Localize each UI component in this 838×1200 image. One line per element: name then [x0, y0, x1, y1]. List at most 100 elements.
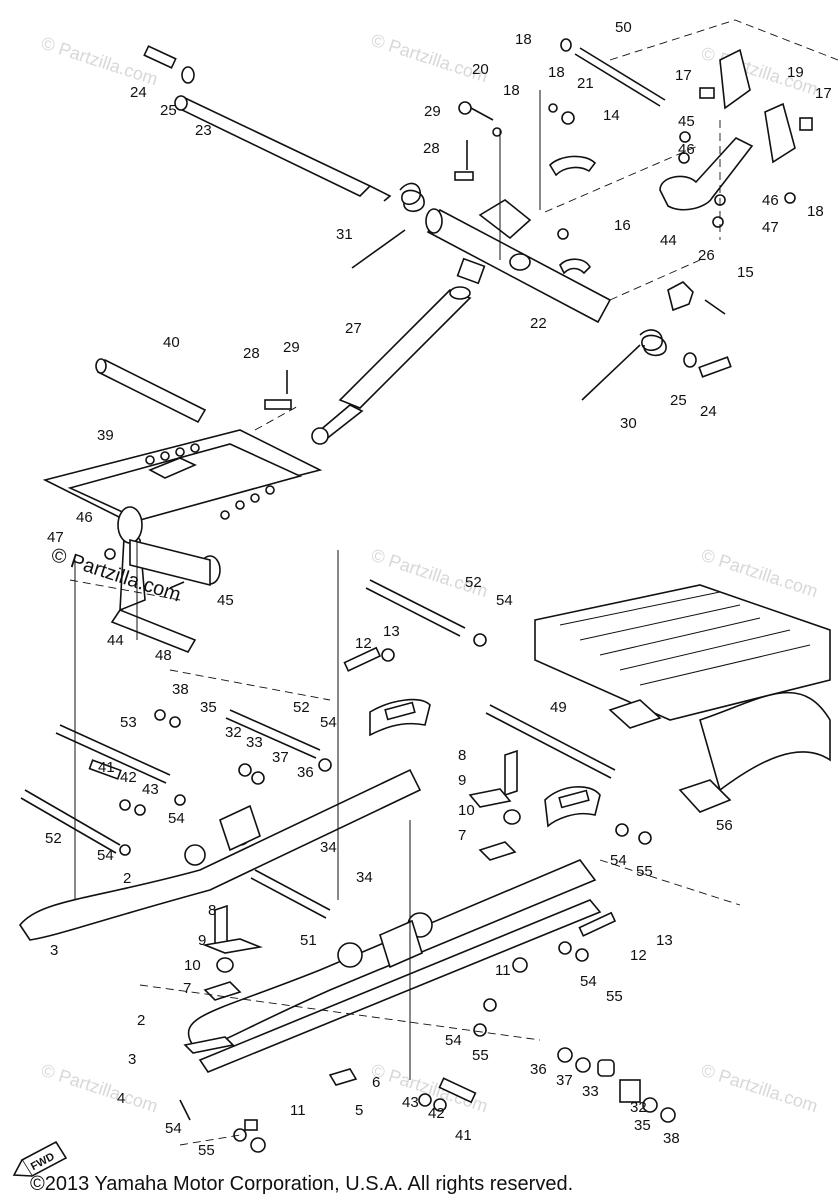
part-callout: 53 [120, 714, 137, 731]
part-callout: 45 [217, 592, 234, 609]
part-callout: 30 [620, 415, 637, 432]
washers-nuts [119, 633, 676, 1153]
part-callout: 32 [225, 724, 242, 741]
part-callout: 35 [634, 1117, 651, 1134]
part-callout: 37 [272, 749, 289, 766]
upper-shaft-50 [560, 38, 666, 107]
part-callout: 13 [383, 623, 400, 640]
part-callout: 2 [123, 870, 131, 887]
part-callout: 24 [700, 403, 717, 420]
part-callout: 21 [577, 75, 594, 92]
fwd-arrow: FWD [12, 1140, 68, 1178]
part-callout: 42 [120, 769, 137, 786]
part-callout: 40 [163, 334, 180, 351]
part-callout: 2 [137, 1012, 145, 1029]
part-callout: 18 [807, 203, 824, 220]
part-callout: 54 [165, 1120, 182, 1137]
shock-absorber-27 [311, 257, 486, 445]
part-callout: 18 [548, 64, 565, 81]
part-callout: 41 [98, 759, 115, 776]
part-callout: 11 [290, 1102, 306, 1119]
part-callout: 45 [678, 113, 695, 130]
part-callout: 26 [698, 247, 715, 264]
torsion-spring-31 [351, 182, 425, 269]
watermark-text: © Partzilla.com [39, 1060, 161, 1117]
part-callout: 46 [76, 509, 93, 526]
part-callout: 35 [200, 699, 217, 716]
part-callout: 50 [615, 19, 632, 36]
part-callout: 16 [614, 217, 631, 234]
part-callout: 34 [320, 839, 337, 856]
part-callout: 33 [582, 1083, 599, 1100]
part-callout: 49 [550, 699, 567, 716]
part-callout: 28 [243, 345, 260, 362]
part-callout: 38 [663, 1130, 680, 1147]
part-callout: 55 [636, 863, 653, 880]
front-arm-39 [42, 429, 323, 653]
part-callout: 20 [472, 61, 489, 78]
part-callout: 8 [458, 747, 466, 764]
part-callout: 17 [815, 85, 832, 102]
slide-rail-left [19, 698, 431, 941]
part-callout: 15 [737, 264, 754, 281]
arm-holes [145, 443, 275, 520]
torsion-spring-30 [581, 329, 732, 401]
part-callout: 37 [556, 1072, 573, 1089]
part-callout: 18 [515, 31, 532, 48]
part-callout: 25 [670, 392, 687, 409]
part-callout: 7 [183, 980, 191, 997]
part-callout: 19 [787, 64, 804, 81]
part-callout: 41 [455, 1127, 472, 1144]
part-callout: 47 [762, 219, 779, 236]
part-callout: 51 [300, 932, 317, 949]
part-callout: 3 [128, 1051, 136, 1068]
arm-44-19 [659, 48, 813, 228]
part-callout: 13 [656, 932, 673, 949]
part-callout: 14 [603, 107, 620, 124]
part-callout: 46 [678, 141, 695, 158]
part-callout: 17 [675, 67, 692, 84]
part-callout: 54 [320, 714, 337, 731]
part-callout: 55 [606, 988, 623, 1005]
part-callout: 47 [47, 529, 64, 546]
part-callout: 32 [630, 1099, 647, 1116]
part-callout: 44 [660, 232, 677, 249]
guide-lines [69, 19, 838, 1146]
part-callout: 43 [402, 1094, 419, 1111]
shaft-40 [95, 358, 292, 424]
part-callout: 9 [458, 772, 466, 789]
part-callout: 55 [472, 1047, 489, 1064]
bracket-26 [667, 281, 726, 315]
part-callout: 8 [208, 902, 216, 919]
part-callout: 48 [155, 647, 172, 664]
part-callout: 18 [503, 82, 520, 99]
part-callout: 43 [142, 781, 159, 798]
small-hardware-top [454, 101, 575, 181]
part-callout: 29 [283, 339, 300, 356]
part-callout: 42 [428, 1105, 445, 1122]
part-callout: 34 [356, 869, 373, 886]
part-callout: 55 [198, 1142, 215, 1159]
watermark-text: © Partzilla.com [39, 33, 161, 90]
pivot-tube-22 [425, 155, 612, 324]
part-callout: 4 [117, 1090, 125, 1107]
part-callout: 44 [107, 632, 124, 649]
track-56 [534, 584, 831, 813]
rail-hardware [179, 749, 641, 1131]
part-callout: 52 [293, 699, 310, 716]
part-callout: 6 [372, 1074, 380, 1091]
watermark-text: © Partzilla.com [699, 1060, 821, 1117]
part-callout: 22 [530, 315, 547, 332]
part-callout: 38 [172, 681, 189, 698]
part-callout: 54 [580, 973, 597, 990]
part-callout: 24 [130, 84, 147, 101]
slide-rail-right [187, 785, 602, 1073]
part-callout: 11 [495, 962, 511, 979]
part-callout: 3 [50, 942, 58, 959]
part-callout: 27 [345, 320, 362, 337]
part-callout: 12 [355, 635, 372, 652]
part-callout: 56 [716, 817, 733, 834]
part-callout: 36 [297, 764, 314, 781]
